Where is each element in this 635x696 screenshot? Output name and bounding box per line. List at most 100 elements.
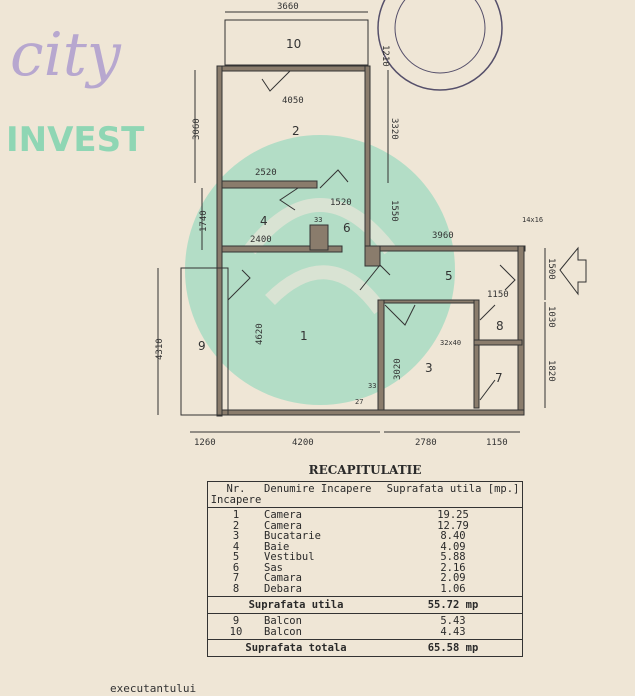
watermark-invest: INVEST <box>6 120 145 160</box>
dim-label: 4200 <box>292 438 314 448</box>
dim-label: 1820 <box>546 360 556 382</box>
dim-label: 1150 <box>486 438 508 448</box>
room-label-6: 6 <box>343 221 351 235</box>
cell: 19.25 <box>437 509 469 521</box>
cell: 9 <box>232 615 240 627</box>
recap-table: RECAPITULATIE Nr. Incapere Denumire Inca… <box>207 463 523 657</box>
table-row: 4 Baie 4.09 <box>208 540 522 553</box>
util-value: 55.72 mp <box>427 599 479 611</box>
cell: 2.09 <box>440 572 466 584</box>
dim-label: 33 <box>314 216 322 224</box>
cell: 4.43 <box>440 625 466 638</box>
table-row: 5 Vestibul 5.88 <box>208 552 522 563</box>
dim-label: 1210 <box>380 45 390 67</box>
dim-label: 1030 <box>546 306 556 328</box>
cell: Camara <box>264 572 302 584</box>
cell: Sas <box>264 561 283 574</box>
cell: 7 <box>232 572 240 584</box>
dim-label: 2780 <box>415 438 437 448</box>
room-label-5: 5 <box>445 269 453 283</box>
cell: Baie <box>264 540 290 553</box>
room-label-4: 4 <box>260 214 268 228</box>
total-label: Suprafata totala <box>245 642 347 654</box>
cell: 2.16 <box>440 561 466 574</box>
table-row: 7 Camara 2.09 <box>208 573 522 584</box>
grand-total-row: Suprafata totala 65.58 mp <box>208 640 522 656</box>
watermark-logo <box>185 135 455 405</box>
dim-label: 27 <box>355 398 363 406</box>
recap-title: RECAPITULATIE <box>308 463 422 477</box>
table-row: 3 Bucatarie 8.40 <box>208 531 522 542</box>
cell: 1.06 <box>440 582 466 595</box>
cell: 10 <box>229 625 243 638</box>
cell: 8.40 <box>440 530 466 542</box>
dim-label: 1520 <box>330 198 352 208</box>
room-9 <box>180 267 229 416</box>
dim-label: 3020 <box>393 358 403 380</box>
door-swings <box>227 70 516 401</box>
cell: Camera <box>264 509 302 521</box>
room-label-8: 8 <box>496 319 504 333</box>
dim-label: 1150 <box>487 290 509 300</box>
dim-label: 14x16 <box>522 216 543 224</box>
header-name: Denumire Incapere <box>264 483 372 495</box>
walls <box>216 65 526 417</box>
dim-label: 1550 <box>389 200 399 222</box>
table-row: 10 Balcon 4.43 <box>208 625 522 638</box>
dim-label: 4050 <box>282 96 304 106</box>
table-row: 9 Balcon 5.43 <box>208 616 522 627</box>
dim-label: 1740 <box>199 210 209 232</box>
footer-text: executantului <box>110 682 197 695</box>
dimension-labels: 3660 1210 4050 3060 3320 2520 1520 1740 … <box>155 2 556 448</box>
table-row: 6 Sas 2.16 <box>208 561 522 574</box>
cell: 3 <box>232 530 240 542</box>
room-label-3: 3 <box>425 361 433 375</box>
cell: 2 <box>232 519 240 532</box>
room-label-9: 9 <box>198 339 206 353</box>
room-label-1: 1 <box>300 329 308 343</box>
cell: 5.88 <box>440 551 466 563</box>
cell: Camera <box>264 519 302 532</box>
cell: Bucatarie <box>264 530 321 542</box>
dim-label: 2520 <box>255 168 277 178</box>
cell: 8 <box>232 582 240 595</box>
cell: 12.79 <box>437 519 469 532</box>
dim-label: 1500 <box>546 258 556 280</box>
cell: Debara <box>264 582 302 595</box>
dim-label: 1260 <box>194 438 216 448</box>
dim-label: 3960 <box>432 231 454 241</box>
room-numbers: 1 2 3 4 5 6 7 8 9 10 <box>198 37 504 385</box>
watermark-city: city <box>10 20 121 90</box>
room-10 <box>224 19 369 66</box>
table-row: 8 Debara 1.06 <box>208 582 522 595</box>
cell: 5 <box>232 551 240 563</box>
dim-label: 33 <box>368 382 376 390</box>
dim-label: 32x40 <box>440 339 461 347</box>
table-row: 1 Camera 19.25 <box>208 510 522 521</box>
cell: Balcon <box>264 625 302 638</box>
util-label: Suprafata utila <box>248 599 344 611</box>
header-nr: Nr. Incapere <box>210 483 262 506</box>
dimension-lines <box>157 70 546 433</box>
dim-label: 3320 <box>389 118 399 140</box>
dim-label: 3060 <box>192 118 202 140</box>
dim-label: 3660 <box>277 2 299 12</box>
table-row: 2 Camera 12.79 <box>208 519 522 532</box>
dim-label: 4310 <box>155 338 165 360</box>
cell: 4.09 <box>440 540 466 553</box>
total-value: 65.58 mp <box>427 642 479 654</box>
dim-label: 4620 <box>255 323 265 345</box>
room-label-10: 10 <box>286 37 301 51</box>
cell: Balcon <box>264 615 302 627</box>
room-label-7: 7 <box>495 371 503 385</box>
cell: Vestibul <box>264 551 315 563</box>
header-area: Suprafata utila [mp.] <box>386 483 520 495</box>
cell: 6 <box>232 561 240 574</box>
room-label-2: 2 <box>292 124 300 138</box>
cell: 1 <box>232 509 240 521</box>
cell: 5.43 <box>440 615 466 627</box>
stamp <box>377 0 503 91</box>
cell: 4 <box>232 540 240 553</box>
